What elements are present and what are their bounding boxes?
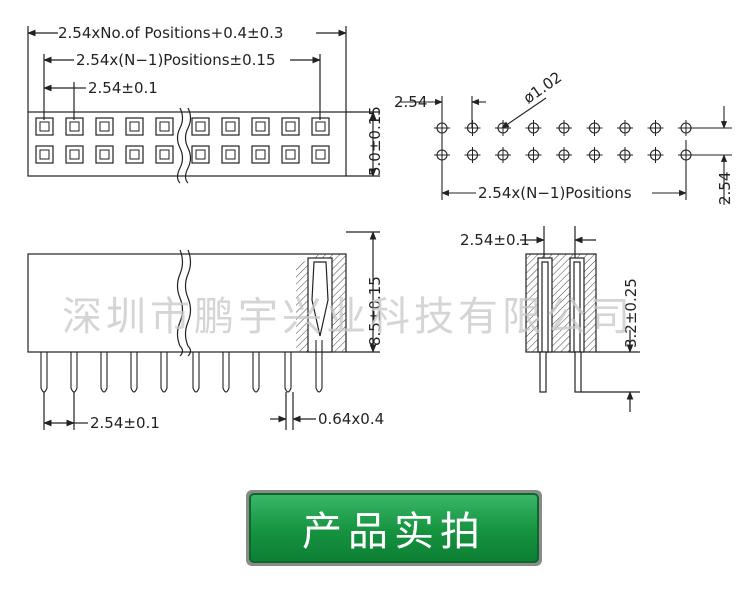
side-view: [27, 231, 380, 430]
contact-square: [221, 117, 240, 136]
contact-square: [251, 117, 270, 136]
contact-square: [155, 117, 174, 136]
contact-square: [251, 145, 270, 164]
contact-square: [191, 145, 210, 164]
side-height-label: 8.5±0.15: [366, 276, 384, 346]
end-pin-length-label: 3.2±0.25: [622, 278, 640, 348]
pcb-holes: [434, 120, 694, 163]
header-pin: [40, 352, 48, 393]
top-pitch-label: 2.54±0.1: [88, 79, 158, 97]
top-overall-label: 2.54xNo.of Positions+0.4±0.3: [58, 24, 283, 42]
pcb-hole: [647, 120, 664, 136]
pcb-hole: [617, 120, 633, 136]
pcb-hole: [556, 120, 572, 136]
pcb-pitch-right-label: 2.54: [716, 172, 734, 205]
contact-square: [35, 145, 54, 164]
pcb-hole: [586, 120, 603, 136]
pcb-hole: [525, 120, 542, 136]
header-pin: [192, 352, 200, 393]
header-pin: [222, 352, 230, 393]
end-view: [520, 226, 640, 412]
top-height-label: 5.0±0.15: [366, 106, 384, 176]
pcb-hole: [556, 147, 572, 163]
header-pin: [284, 352, 292, 393]
pcb-hole: [617, 147, 633, 163]
pcb-hole: [464, 147, 481, 163]
contact-square: [125, 117, 144, 136]
contact-square: [95, 117, 114, 136]
top-view-contacts: [35, 117, 330, 164]
side-pitch-label: 2.54±0.1: [90, 414, 160, 432]
top-view-body: [27, 111, 347, 177]
side-pin-label: 0.64x0.4: [318, 410, 384, 428]
contact-square: [65, 145, 84, 164]
pcb-hole-label: ø1.02: [520, 68, 565, 107]
contact-square: [281, 117, 300, 136]
pcb-hole: [495, 120, 511, 136]
pcb-hole: [586, 147, 603, 163]
pcb-span-label: 2.54x(N−1)Positions: [478, 184, 632, 202]
contact-square: [125, 145, 144, 164]
product-photo-button[interactable]: 产品实拍: [249, 493, 539, 563]
company-watermark: 深圳市鹏宇兴业科技有限公司: [62, 294, 634, 340]
contact-square: [221, 145, 240, 164]
header-pin: [100, 352, 108, 393]
contact-square: [155, 145, 174, 164]
header-pin: [130, 352, 138, 393]
contact-square: [95, 145, 114, 164]
header-pin: [70, 352, 78, 393]
pcb-hole: [495, 147, 511, 163]
pcb-pitch-left-label: 2.54: [394, 93, 427, 111]
top-view: [27, 26, 380, 184]
photo-button-frame: 产品实拍: [246, 490, 542, 566]
pcb-hole: [525, 147, 542, 163]
pcb-layout: [400, 96, 732, 205]
contact-square: [65, 117, 84, 136]
end-pitch-label: 2.54±0.1: [460, 231, 530, 249]
contact-square: [311, 117, 330, 136]
pcb-hole: [647, 147, 664, 163]
top-span-label: 2.54x(N−1)Positions±0.15: [76, 51, 276, 69]
header-pin: [160, 352, 168, 393]
header-pin: [315, 340, 323, 393]
contact-square: [311, 145, 330, 164]
contact-square: [35, 117, 54, 136]
header-pin: [252, 352, 260, 393]
contact-square: [281, 145, 300, 164]
contact-square: [191, 117, 210, 136]
